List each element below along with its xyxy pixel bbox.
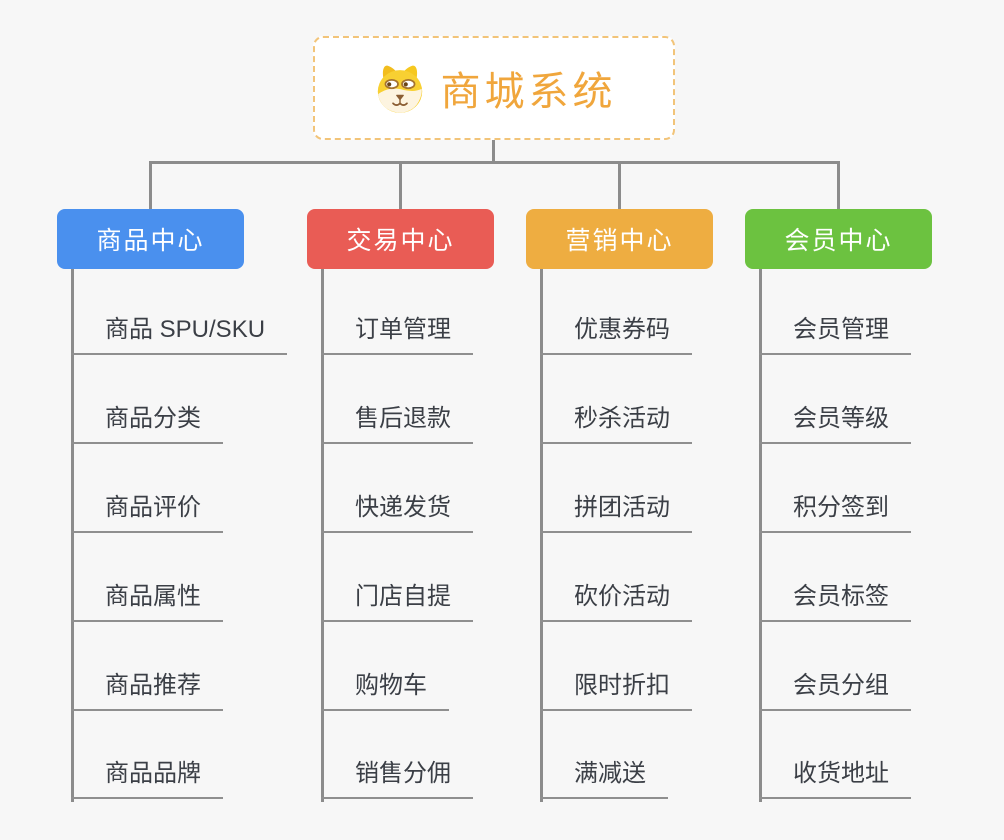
branch-topic-label: 商品中心 — [96, 227, 205, 255]
subtopic-product-center-5[interactable]: 商品推荐 — [71, 669, 223, 711]
connector-trunk-member-center — [759, 269, 762, 802]
branch-topic-label: 交易中心 — [346, 227, 455, 255]
subtopic-product-center-3[interactable]: 商品评价 — [71, 491, 223, 533]
connector-trunk-marketing-center — [540, 269, 543, 802]
subtopic-trade-center-2[interactable]: 售后退款 — [321, 402, 473, 444]
subtopic-product-center-4[interactable]: 商品属性 — [71, 580, 223, 622]
subtopic-trade-center-6[interactable]: 销售分佣 — [321, 757, 473, 799]
subtopic-marketing-center-3[interactable]: 拼团活动 — [540, 491, 692, 533]
connector-drop-product-center — [149, 161, 152, 209]
branch-topic-label: 营销中心 — [565, 227, 674, 255]
subtopic-member-center-2[interactable]: 会员等级 — [759, 402, 911, 444]
connector-trunk-trade-center — [321, 269, 324, 802]
subtopic-trade-center-4[interactable]: 门店自提 — [321, 580, 473, 622]
connector-root-stub — [492, 140, 495, 164]
branch-topic-label: 会员中心 — [784, 227, 893, 255]
branch-topic-marketing-center[interactable]: 营销中心 — [526, 209, 713, 269]
doge-icon — [377, 65, 422, 113]
subtopic-product-center-6[interactable]: 商品品牌 — [71, 757, 223, 799]
subtopic-trade-center-1[interactable]: 订单管理 — [321, 313, 473, 355]
subtopic-member-center-3[interactable]: 积分签到 — [759, 491, 911, 533]
subtopic-trade-center-3[interactable]: 快递发货 — [321, 491, 473, 533]
root-topic-label: 商城系统 — [440, 70, 617, 114]
root-topic[interactable]: 商城系统 — [313, 36, 675, 140]
connector-drop-member-center — [837, 161, 840, 209]
subtopic-marketing-center-1[interactable]: 优惠券码 — [540, 313, 692, 355]
subtopic-product-center-2[interactable]: 商品分类 — [71, 402, 223, 444]
subtopic-product-center-1[interactable]: 商品 SPU/SKU — [71, 313, 288, 355]
connector-drop-trade-center — [399, 161, 402, 209]
subtopic-member-center-4[interactable]: 会员标签 — [759, 580, 911, 622]
subtopic-member-center-6[interactable]: 收货地址 — [759, 757, 911, 799]
subtopic-trade-center-5[interactable]: 购物车 — [321, 669, 449, 711]
subtopic-marketing-center-6[interactable]: 满减送 — [540, 757, 668, 799]
subtopic-marketing-center-4[interactable]: 砍价活动 — [540, 580, 692, 622]
subtopic-marketing-center-2[interactable]: 秒杀活动 — [540, 402, 692, 444]
connector-drop-marketing-center — [618, 161, 621, 209]
subtopic-member-center-1[interactable]: 会员管理 — [759, 313, 911, 355]
branch-topic-member-center[interactable]: 会员中心 — [745, 209, 932, 269]
connector-bus — [149, 161, 840, 164]
subtopic-marketing-center-5[interactable]: 限时折扣 — [540, 669, 692, 711]
branch-topic-product-center[interactable]: 商品中心 — [57, 209, 244, 269]
subtopic-member-center-5[interactable]: 会员分组 — [759, 669, 911, 711]
connector-trunk-product-center — [71, 269, 74, 802]
branch-topic-trade-center[interactable]: 交易中心 — [307, 209, 494, 269]
